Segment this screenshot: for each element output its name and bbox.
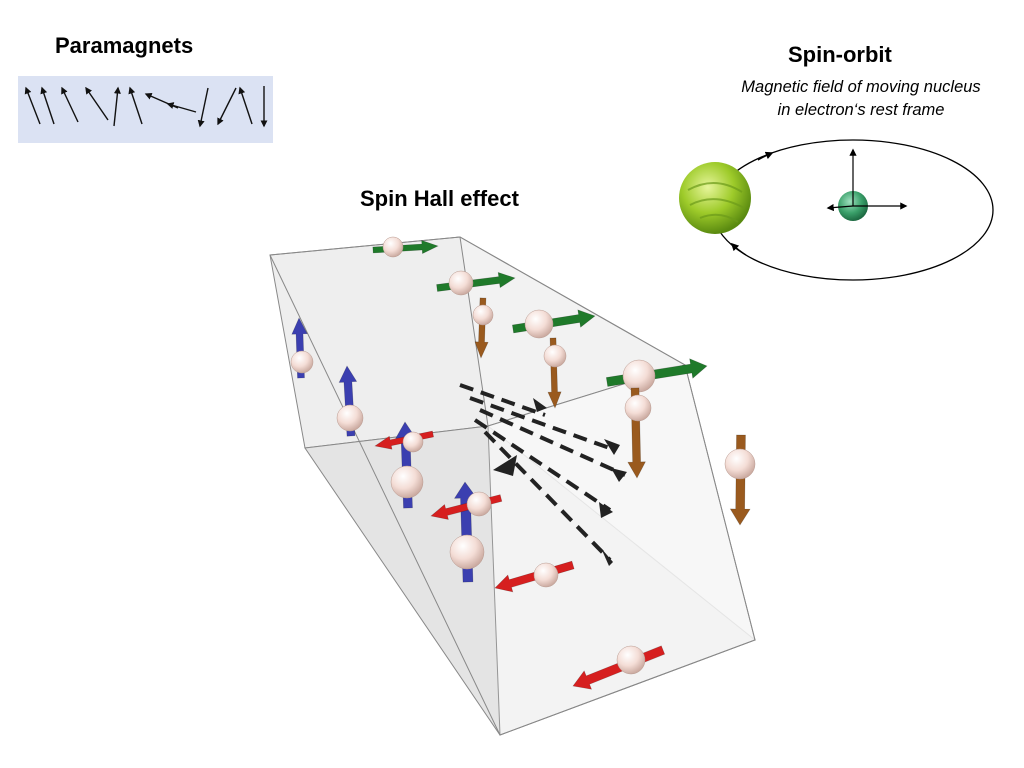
electron-ball	[390, 465, 424, 499]
arrow-icon	[238, 86, 253, 125]
electron-ball	[622, 359, 656, 393]
spin-arrow	[729, 434, 751, 526]
electron-ball	[448, 270, 474, 296]
current-arrowhead	[601, 548, 613, 566]
electron-ball	[449, 534, 485, 570]
electron-ball	[472, 304, 494, 326]
paramagnets-panel	[18, 76, 273, 143]
arrow-icon	[113, 86, 121, 127]
electron-ball	[382, 236, 404, 258]
nucleus-texture	[687, 182, 745, 223]
electron-ball	[543, 344, 567, 368]
arrow-icon	[24, 86, 41, 125]
box-front-face	[487, 364, 756, 736]
orbit-direction-arrow-top	[757, 151, 774, 161]
arrow-icon	[61, 86, 79, 123]
electron-ball	[290, 350, 314, 374]
electron-ball	[624, 394, 652, 422]
electron-ball	[336, 404, 364, 432]
arrow-icon	[85, 86, 109, 121]
arrow-icon	[166, 102, 197, 113]
current-dash	[469, 396, 616, 452]
spin-orbit-caption-line2: in electron‘s rest frame	[777, 101, 945, 119]
orbit-direction-arrow-bottom	[730, 242, 747, 256]
electron-ball	[616, 645, 646, 675]
current-arrowhead	[533, 398, 547, 412]
current-dash	[479, 408, 626, 477]
electron-ball	[466, 491, 492, 517]
nucleus-sphere	[679, 162, 751, 234]
current-arrowhead	[611, 468, 627, 482]
arrow-icon	[217, 87, 237, 126]
spin-hall-title: Spin Hall effect	[360, 186, 519, 211]
box-outer-edges	[269, 236, 756, 736]
spin-orbit-title: Spin-orbit	[788, 42, 892, 67]
arrow-icon	[197, 87, 209, 128]
electron-ball	[524, 309, 554, 339]
current-arrowhead	[604, 439, 620, 455]
spin-orbit-caption-line1: Magnetic field of moving nucleus	[741, 78, 981, 96]
current-arrowhead	[599, 502, 613, 518]
electron-ball	[724, 448, 756, 480]
current-dash	[459, 383, 546, 417]
arrow-icon	[40, 86, 55, 125]
current-dash	[483, 430, 612, 562]
paramagnets-title: Paramagnets	[55, 33, 194, 58]
spin-orbit-diagram	[679, 139, 994, 281]
current-dash	[473, 418, 612, 512]
electron-ball	[533, 562, 559, 588]
spin-hall-diagram	[269, 236, 757, 736]
electron-ball	[402, 431, 424, 453]
axis-left-arrow	[826, 203, 854, 212]
arrow-icon	[128, 86, 143, 125]
paramagnet-arrows	[24, 86, 268, 128]
current-arrowhead	[493, 455, 517, 476]
